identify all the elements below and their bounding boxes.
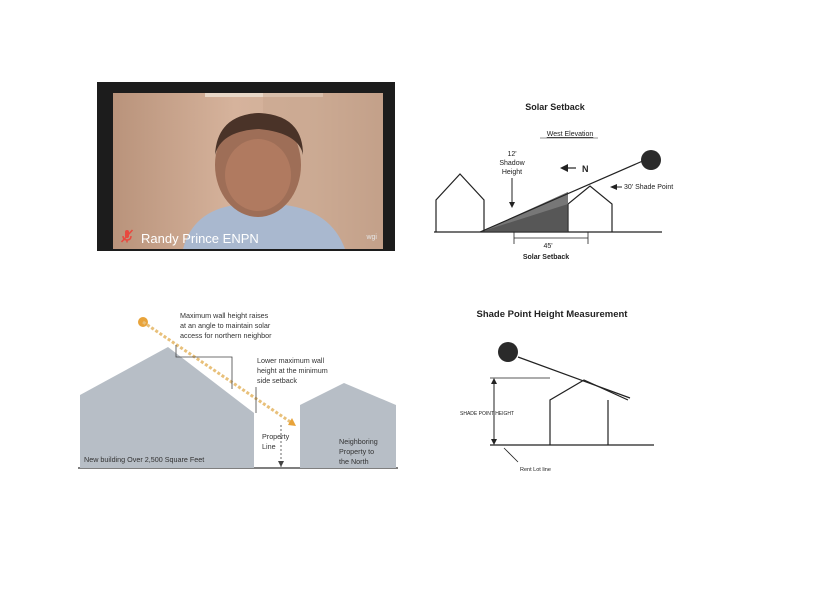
note-2-line-3: side setback xyxy=(257,376,297,385)
note-2-line-2: height at the minimum xyxy=(257,366,328,375)
north-label: N xyxy=(582,164,589,174)
note-1-line-3: access for northern neighbor xyxy=(180,331,272,340)
property-line-label-1: Property xyxy=(262,432,290,441)
app-logo: wgi xyxy=(366,234,377,241)
shade-point-diagram: Shade Point Height Measurement SHADE POI… xyxy=(460,309,654,473)
note-1-line-1: Maximum wall height raises xyxy=(180,311,269,320)
new-building xyxy=(80,347,254,468)
video-tile[interactable]: Randy Prince ENPN wgi xyxy=(97,82,395,251)
new-building-label: New building Over 2,500 Square Feet xyxy=(84,455,204,464)
house-roof xyxy=(549,379,629,445)
note-2-line-1: Lower maximum wall xyxy=(257,356,325,365)
shade-point-title: Shade Point Height Measurement xyxy=(477,309,629,320)
wall-height-diagram: Maximum wall height raises at an angle t… xyxy=(78,311,398,469)
sun-ray xyxy=(479,159,646,233)
sun-ray xyxy=(517,356,631,399)
callout-line-1 xyxy=(175,345,233,389)
height-arrow-top xyxy=(491,378,497,384)
mic-muted-icon[interactable] xyxy=(119,229,135,246)
neighbor-label-3: the North xyxy=(339,457,369,466)
distance-value: 45' xyxy=(543,243,552,250)
right-house xyxy=(567,185,613,232)
north-arrow-icon xyxy=(560,164,568,172)
sun-icon xyxy=(498,342,518,362)
shade-point-height-label: SHADE POINT HEIGHT xyxy=(460,411,514,417)
shade-point-label: 30' Shade Point xyxy=(624,184,673,191)
sun-icon xyxy=(641,150,661,170)
west-elevation-label: West Elevation xyxy=(547,131,594,138)
solar-setback-caption: Solar Setback xyxy=(523,254,569,261)
lot-line-label: Rent Lot line xyxy=(520,467,551,473)
lot-line-leader xyxy=(503,447,519,463)
property-line-label-2: Line xyxy=(262,442,276,451)
shadow-height-label-1: Shadow xyxy=(499,160,525,167)
solar-access-ray xyxy=(142,320,293,425)
left-house xyxy=(435,173,485,232)
neighbor-label-1: Neighboring xyxy=(339,437,378,446)
neighbor-building xyxy=(300,383,396,468)
wall-step xyxy=(212,383,254,425)
neighbor-label-2: Property to xyxy=(339,447,374,456)
property-line-arrowhead xyxy=(278,461,284,467)
participant-silhouette xyxy=(183,93,383,249)
shadow-height-label-2: Height xyxy=(502,169,522,176)
note-1-line-2: at an angle to maintain solar xyxy=(180,321,271,330)
solar-setback-diagram: Solar Setback West Elevation 12' Shadow … xyxy=(434,102,673,261)
shadow-height-arrowhead xyxy=(509,202,515,208)
shade-point-arrowhead xyxy=(610,184,617,190)
solar-setback-title: Solar Setback xyxy=(525,102,586,112)
participant-video: Randy Prince ENPN wgi xyxy=(113,93,383,249)
height-arrow-bottom xyxy=(491,439,497,445)
participant-name-label: Randy Prince ENPN xyxy=(119,228,259,248)
participant-name: Randy Prince ENPN xyxy=(141,230,259,246)
shadow-height-value: 12' xyxy=(507,151,516,158)
ray-arrowhead xyxy=(288,418,296,426)
